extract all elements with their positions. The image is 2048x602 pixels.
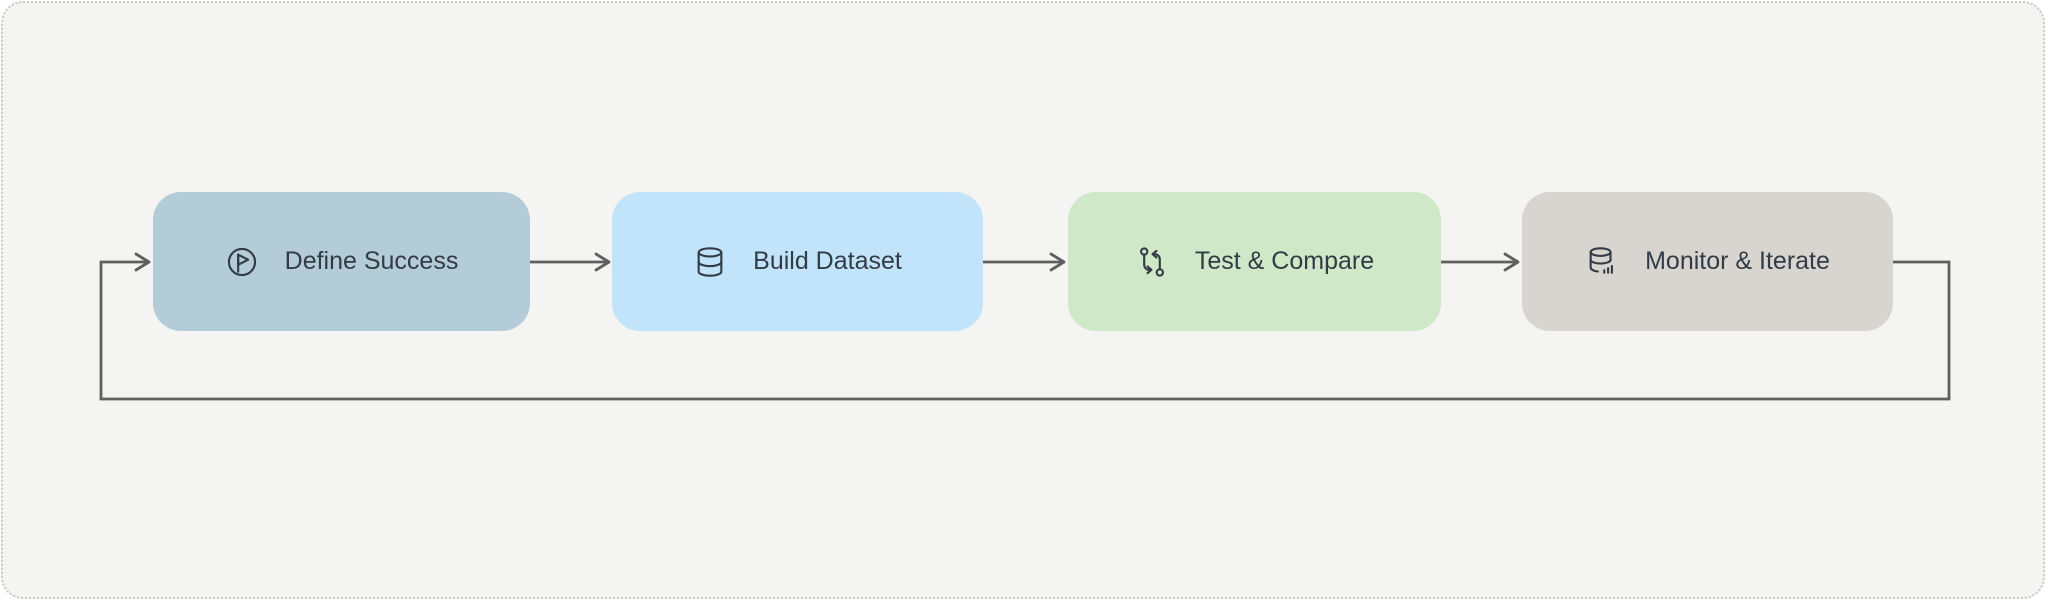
flow-node-build-dataset: Build Dataset (612, 192, 983, 331)
database-chart-icon (1589, 246, 1614, 274)
node-label: Test & Compare (1194, 247, 1375, 275)
node-label: Build Dataset (753, 247, 902, 275)
flow-node-monitor-iterate: Monitor & Iterate (1522, 192, 1893, 331)
compare-arrows-icon (1139, 246, 1164, 277)
database-icon (697, 246, 723, 277)
goal-flag-icon (227, 247, 256, 276)
flow-node-test-compare: Test & Compare (1068, 192, 1441, 331)
flow-node-define-success: Define Success (153, 192, 530, 331)
node-label: Monitor & Iterate (1645, 247, 1830, 275)
node-label: Define Success (284, 247, 459, 275)
